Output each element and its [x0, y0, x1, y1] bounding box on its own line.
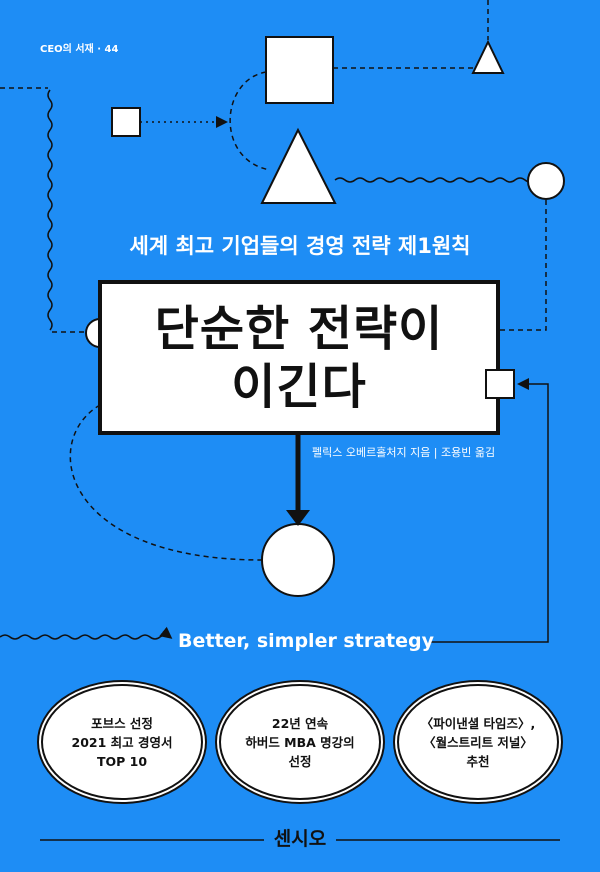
english-title: Better, simpler strategy — [178, 630, 434, 652]
small-square-right — [485, 369, 515, 399]
badge-line: 〈월스트리트 저널〉 — [423, 734, 533, 750]
badge-line: TOP 10 — [96, 753, 148, 769]
title-line-2: 이긴다 — [231, 358, 367, 415]
badge-line: 추천 — [466, 753, 490, 769]
publisher-logo: 센시오 — [273, 828, 327, 850]
title-line-1: 단순한 전략이 — [154, 300, 444, 357]
small-triangle — [471, 39, 505, 74]
badge-line: 하버드 MBA 명강의 — [245, 734, 355, 750]
badge-line: 2021 최고 경영서 — [71, 734, 173, 750]
badge-forbes: 포브스 선정 2021 최고 경영서 TOP 10 — [41, 684, 203, 800]
large-square — [265, 36, 334, 104]
dashed-connector — [500, 200, 547, 331]
solid-arrow — [430, 378, 549, 643]
badge-press: 〈파이낸셜 타임즈〉, 〈월스트리트 저널〉 추천 — [397, 684, 559, 800]
dashed-arc — [229, 71, 271, 171]
circle-bottom — [261, 523, 335, 597]
large-triangle — [260, 127, 337, 204]
circle-right — [527, 162, 565, 200]
wavy-line — [47, 89, 53, 331]
wavy-arrow — [0, 626, 173, 640]
series-label: CEO의 서재 · 44 — [40, 44, 119, 55]
badge-line: 22년 연속 — [271, 715, 329, 731]
subtitle: 세계 최고 기업들의 경영 전략 제1원칙 — [129, 234, 471, 258]
wavy-line — [334, 177, 546, 183]
badge-line: 선정 — [288, 753, 312, 769]
badge-line: 포브스 선정 — [91, 715, 153, 731]
small-square — [111, 107, 141, 137]
title-box: 단순한 전략이 이긴다 — [98, 280, 500, 435]
author-line: 펠릭스 오베르홀처지 지음 | 조용빈 옮김 — [312, 446, 496, 459]
dashed-arc — [69, 404, 263, 561]
badge-line: 〈파이낸셜 타임즈〉, — [420, 715, 536, 731]
badge-harvard: 22년 연속 하버드 MBA 명강의 선정 — [219, 684, 381, 800]
